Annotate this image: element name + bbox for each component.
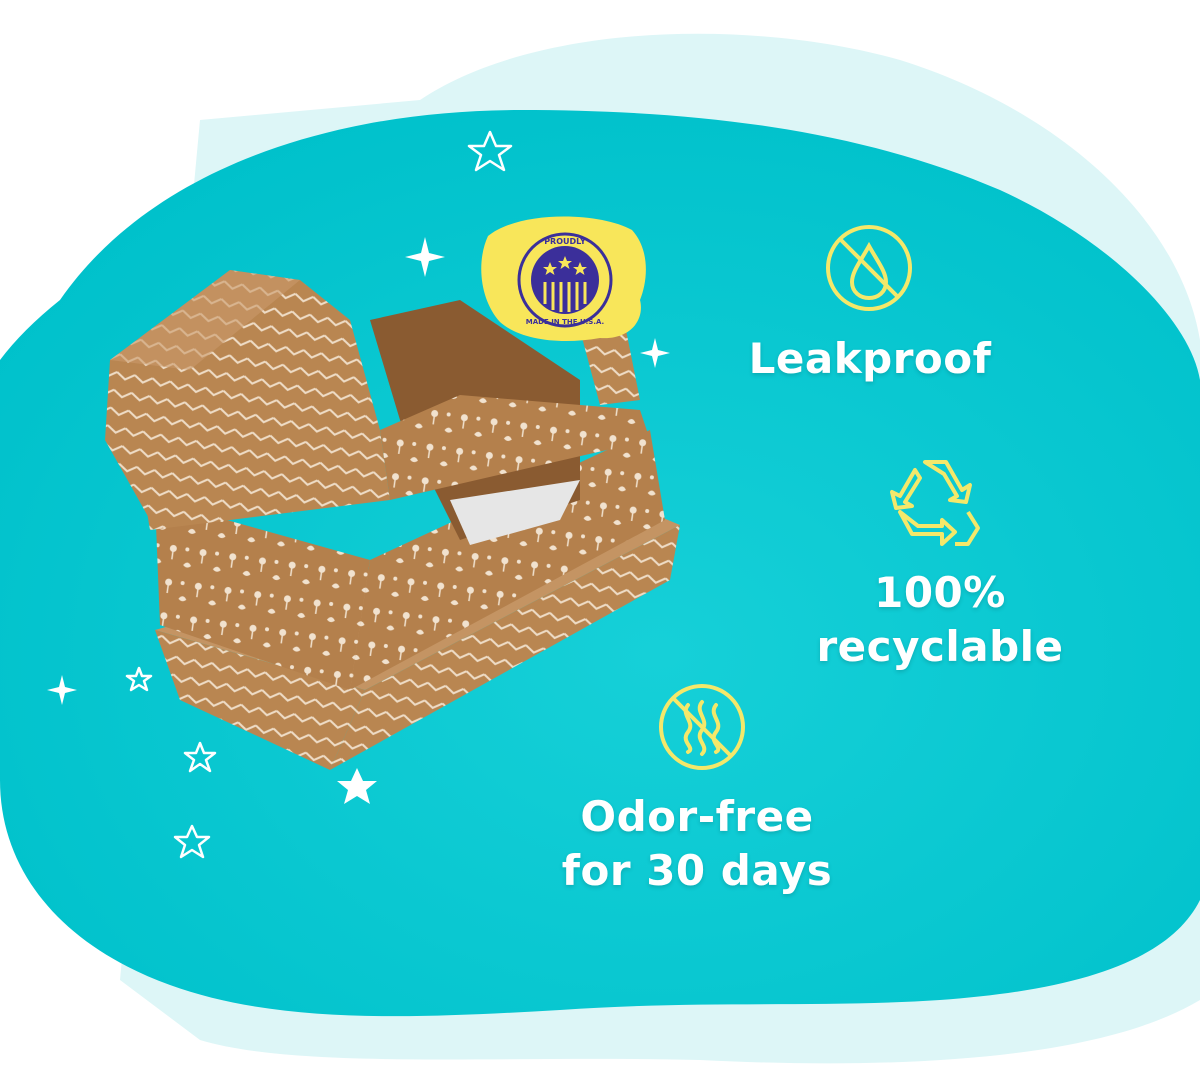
- star-icon: [125, 130, 513, 859]
- feature-odor-free-label: Odor-free for 30 days: [527, 790, 867, 898]
- feature-line: Odor-free: [580, 792, 814, 841]
- feature-line: Leakproof: [748, 334, 992, 383]
- recycle-icon: [890, 460, 980, 546]
- filled-star-icon: [337, 768, 377, 804]
- sparkle-icon: [47, 237, 670, 705]
- feature-line: recyclable: [816, 622, 1064, 671]
- litter-box-image: [105, 270, 680, 770]
- badge-bottom-text: MADE IN THE U.S.A.: [526, 318, 604, 326]
- feature-leakproof-label: Leakproof: [700, 332, 1040, 386]
- feature-line: for 30 days: [561, 846, 833, 895]
- badge-top-text: PROUDLY: [544, 237, 586, 246]
- made-in-usa-badge: PROUDLY MADE IN THE U.S.A.: [481, 216, 646, 342]
- no-odor-icon: [659, 684, 745, 770]
- no-drop-icon: [826, 225, 912, 311]
- feature-recyclable-label: 100% recyclable: [770, 566, 1110, 674]
- feature-line: 100%: [874, 568, 1006, 617]
